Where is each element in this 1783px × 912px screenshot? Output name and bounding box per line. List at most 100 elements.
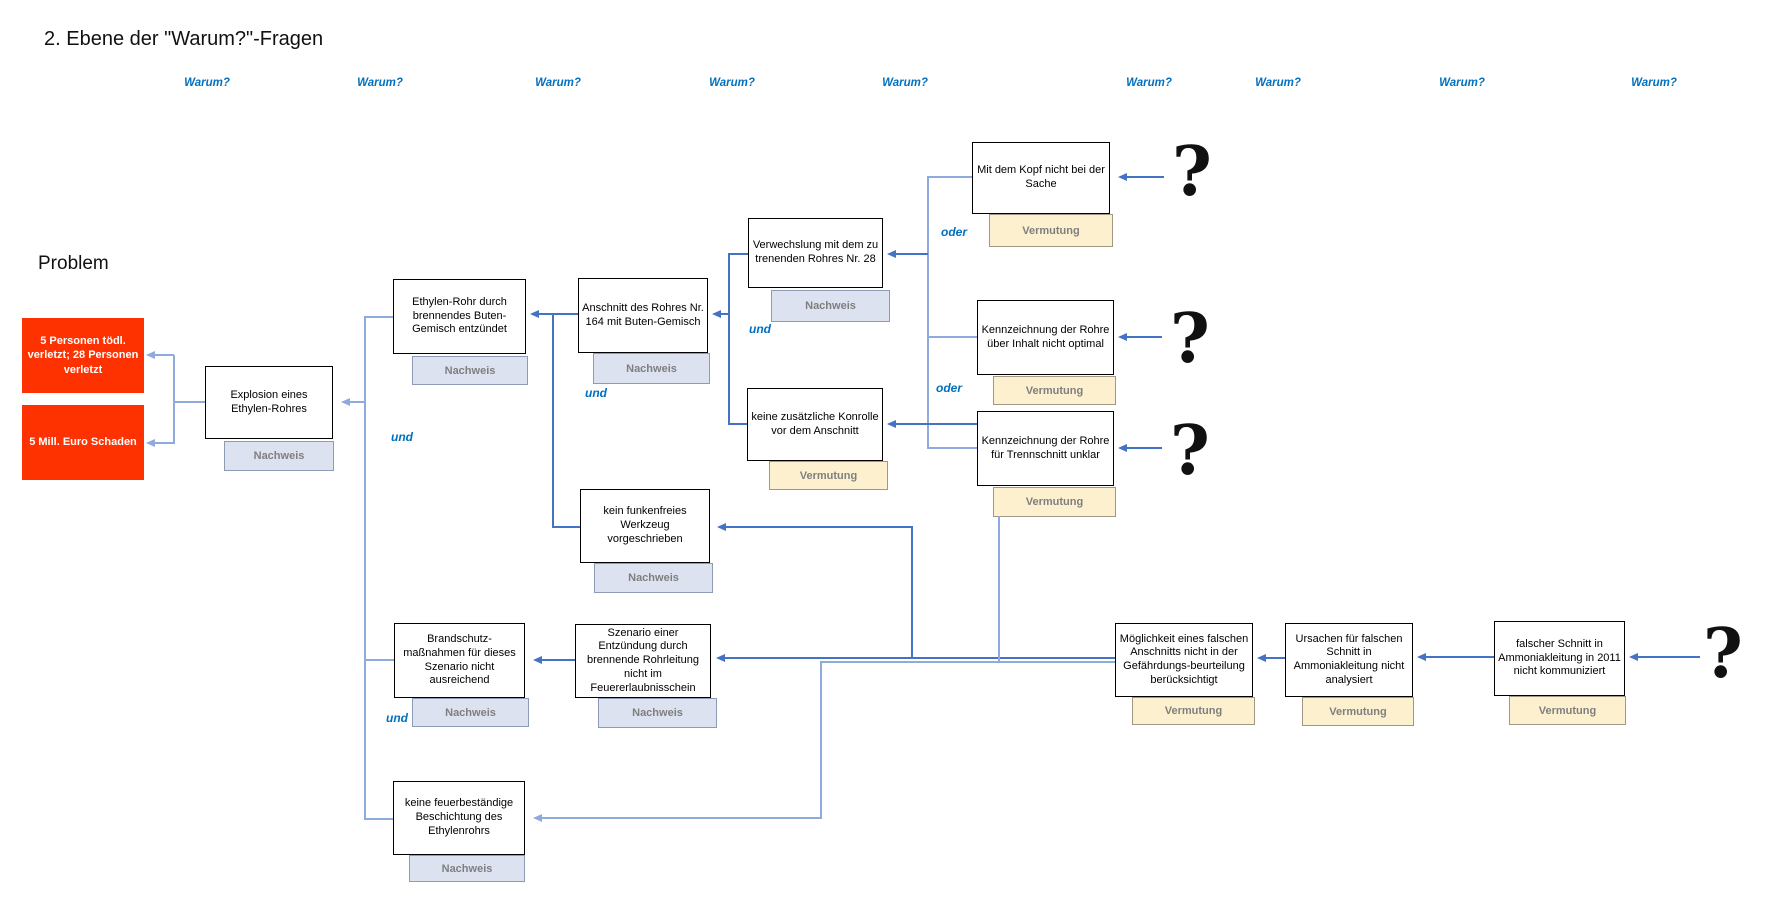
warum-header-3: Warum? (535, 77, 581, 89)
arrowhead (1118, 173, 1127, 181)
warum-header-4: Warum? (709, 77, 755, 89)
warum-header-8: Warum? (1439, 77, 1485, 89)
arrowhead (1257, 654, 1266, 662)
arrowhead (146, 439, 155, 447)
und-label-3: und (749, 322, 771, 336)
evidence-tag-brandschutz: Nachweis (412, 698, 529, 727)
connector-line (173, 355, 175, 444)
arrowhead (1417, 653, 1426, 661)
warum-header-7: Warum? (1255, 77, 1301, 89)
evidence-tag-falscher-schnitt: Vermutung (1509, 696, 1626, 725)
connector-line (728, 423, 747, 425)
node-feuerbestaendig: keine feuerbeständige Beschichtung des E… (393, 781, 525, 855)
evidence-tag-feuerbestaendig: Nachweis (409, 855, 525, 882)
node-ethylen: Ethylen-Rohr durch brennendes Buten-Gemi… (393, 279, 526, 354)
connector-line (820, 661, 1115, 663)
node-kennzeichnung-trennschnitt: Kennzeichnung der Rohre für Trennschnitt… (977, 411, 1114, 486)
evidence-tag-kennzeichnung-trennschnitt: Vermutung (993, 487, 1116, 517)
arrowhead (1118, 444, 1127, 452)
connector-line (364, 818, 393, 820)
node-brandschutz: Brandschutz-maßnahmen für dieses Szenari… (394, 623, 525, 698)
evidence-tag-ursachen: Vermutung (1302, 697, 1414, 726)
node-victims: 5 Personen tödl. verletzt; 28 Personen v… (22, 318, 144, 393)
evidence-tag-anschnitt: Nachweis (593, 353, 710, 384)
connector-line (728, 253, 730, 425)
node-moeglichkeit: Möglichkeit eines falschen Anschnitts ni… (1115, 623, 1253, 697)
evidence-tag-explosion: Nachweis (224, 441, 334, 471)
connector-line (728, 253, 748, 255)
node-kontrolle: keine zusätzliche Konrolle vor dem Ansch… (747, 388, 883, 461)
page-title: 2. Ebene der "Warum?"-Fragen (44, 28, 324, 50)
arrowhead (712, 310, 721, 318)
evidence-tag-verwechslung: Nachweis (771, 290, 890, 322)
connector-line (174, 401, 205, 403)
connector-line (364, 316, 393, 318)
connector-line (541, 659, 575, 661)
warum-header-5: Warum? (882, 77, 928, 89)
node-kennzeichnung-inhalt: Kennzeichnung der Rohre über Inhalt nich… (977, 300, 1114, 375)
connector-line (895, 253, 928, 255)
node-funkenfrei: kein funkenfreies Werkzeug vorgeschriebe… (580, 489, 710, 563)
node-falscher-schnitt: falscher Schnitt in Ammoniakleitung in 2… (1494, 621, 1625, 696)
problem-label: Problem (38, 253, 109, 274)
evidence-tag-funkenfrei: Nachweis (594, 563, 713, 593)
connector-line (724, 657, 1115, 659)
arrowhead (341, 398, 350, 406)
und-label-4: und (386, 711, 408, 725)
connector-line (725, 526, 912, 528)
arrowhead (146, 351, 155, 359)
question-mark-3: ? (1170, 411, 1210, 491)
connector-line (927, 336, 977, 338)
arrowhead (1118, 333, 1127, 341)
connector-line (364, 317, 366, 820)
arrowhead (533, 656, 542, 664)
evidence-tag-moeglichkeit: Vermutung (1132, 697, 1255, 725)
evidence-tag-szenario: Nachweis (598, 698, 717, 728)
oder-label-1: oder (941, 225, 968, 239)
connector-line (911, 526, 913, 658)
warum-header-2: Warum? (357, 77, 403, 89)
evidence-tag-kopf: Vermutung (989, 214, 1113, 247)
connector-line (720, 313, 730, 315)
warum-header-9: Warum? (1631, 77, 1677, 89)
connector-line (154, 354, 174, 356)
evidence-tag-ethylen: Nachweis (412, 356, 528, 385)
arrowhead (887, 250, 896, 258)
evidence-tag-kontrolle: Vermutung (769, 461, 888, 490)
node-damage: 5 Mill. Euro Schaden (22, 405, 144, 480)
connector-line (1126, 336, 1162, 338)
connector-line (552, 526, 580, 528)
connector-line (927, 176, 929, 449)
node-explosion: Explosion eines Ethylen-Rohres (205, 366, 333, 439)
connector-line (927, 176, 972, 178)
connector-line (895, 423, 977, 425)
warum-header-6: Warum? (1126, 77, 1172, 89)
connector-line (1637, 656, 1700, 658)
node-kopf: Mit dem Kopf nicht bei der Sache (972, 142, 1110, 214)
connector-line (1425, 656, 1494, 658)
connector-line (1265, 657, 1285, 659)
und-label-2: und (585, 386, 607, 400)
und-label-1: und (391, 430, 413, 444)
connector-line (538, 313, 578, 315)
connector-line (1126, 176, 1164, 178)
arrowhead (533, 814, 542, 822)
arrowhead (887, 420, 896, 428)
node-ursachen: Ursachen für falschen Schnitt in Ammonia… (1285, 623, 1413, 697)
question-mark-1: ? (1172, 132, 1212, 212)
warum-header-1: Warum? (184, 77, 230, 89)
connector-line (1126, 447, 1162, 449)
node-verwechslung: Verwechslung mit dem zu trenenden Rohres… (748, 218, 883, 288)
connector-line (364, 659, 394, 661)
connector-line (998, 516, 1000, 663)
arrowhead (1629, 653, 1638, 661)
question-mark-2: ? (1170, 299, 1210, 379)
connector-line (349, 401, 365, 403)
node-szenario: Szenario einer Entzündung durch brennend… (575, 624, 711, 698)
connector-line (154, 442, 174, 444)
connector-line (552, 314, 554, 527)
connector-line (541, 817, 821, 819)
connector-line (927, 447, 977, 449)
node-anschnitt: Anschnitt des Rohres Nr. 164 mit Buten-G… (578, 278, 708, 353)
